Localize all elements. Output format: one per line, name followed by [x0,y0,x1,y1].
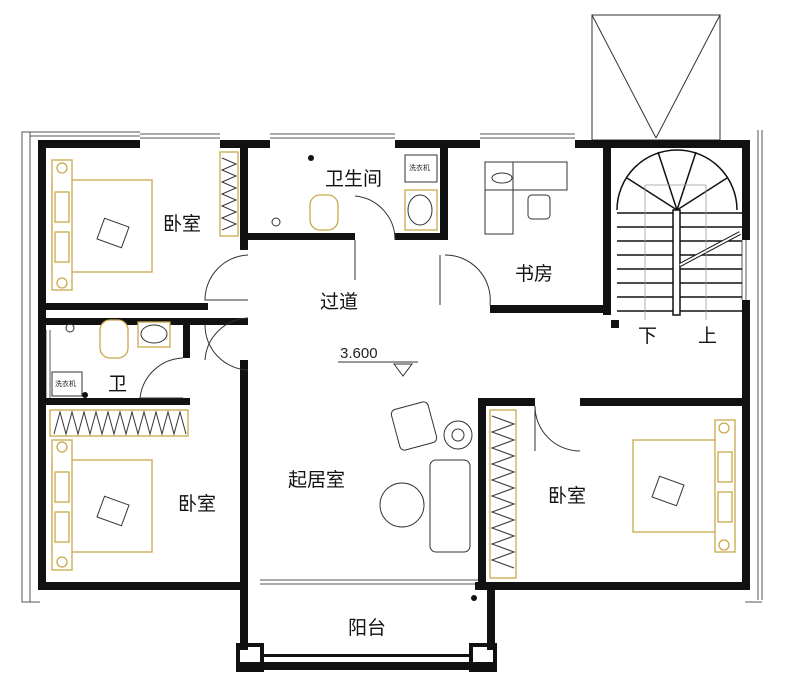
windows [21,130,763,603]
bathroom-fixtures [51,154,477,601]
bed-bottom-left [51,439,153,571]
bed-right [632,419,736,553]
roof-projection [591,14,721,141]
room-label-balcony: 阳台 [348,617,386,639]
stairs-down-label: 下 [638,325,657,347]
bed-top-left [51,159,153,291]
room-label-bathroom-small: 卫 [108,373,127,395]
elevation-marker: 3.600 [338,345,418,377]
door-swings [139,195,581,452]
stairs-up-label: 上 [698,325,717,347]
room-label-bedroom-top-left: 卧室 [163,213,201,235]
room-label-study: 书房 [515,263,553,285]
room-label-corridor: 过道 [320,291,358,313]
room-label-bathroom-main: 卫生间 [325,168,382,190]
room-label-living-room: 起居室 [288,469,345,491]
staircase [616,149,742,320]
washer-label-1: 洗衣机 [409,163,430,172]
elevation-label: 3.600 [340,345,378,362]
living-furniture [379,401,473,553]
wardrobes [49,151,517,579]
room-label-bedroom-right: 卧室 [548,485,586,507]
study-desk [484,161,568,235]
washer-label-2: 洗衣机 [55,379,76,388]
room-label-bedroom-bottom-left: 卧室 [178,493,216,515]
